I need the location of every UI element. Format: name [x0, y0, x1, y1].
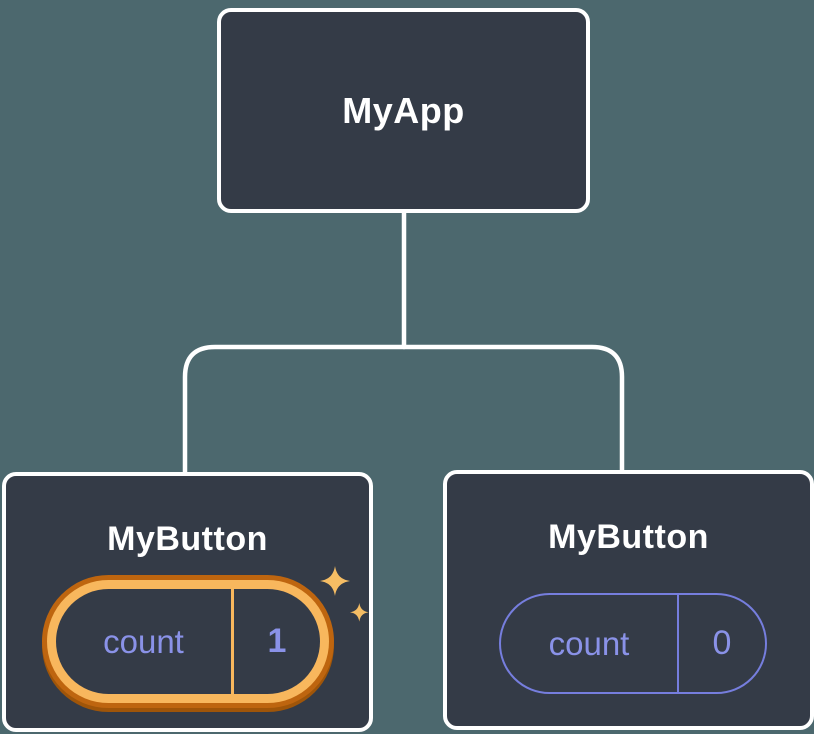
node-mybutton-right: MyButton count 0 — [443, 470, 814, 730]
node-myapp-label: MyApp — [342, 89, 465, 131]
state-pill-divider — [231, 589, 234, 694]
state-pill-divider — [677, 595, 679, 692]
node-mybutton-left-label: MyButton — [107, 520, 268, 558]
state-pill-body: count 1 — [56, 589, 320, 694]
state-pill-plain: count 0 — [499, 593, 767, 694]
state-pill-gold-ring: count 1 — [47, 580, 329, 703]
node-myapp: MyApp — [217, 8, 590, 213]
state-key-label: count — [548, 624, 630, 662]
state-value: 1 — [267, 622, 287, 660]
state-pill-highlighted: count 1 — [42, 575, 334, 708]
state-value: 0 — [712, 624, 732, 662]
state-key-label: count — [103, 622, 184, 660]
connector-branch — [182, 344, 625, 479]
node-mybutton-right-label: MyButton — [548, 518, 709, 556]
node-mybutton-left: MyButton count 1 — [2, 472, 373, 732]
